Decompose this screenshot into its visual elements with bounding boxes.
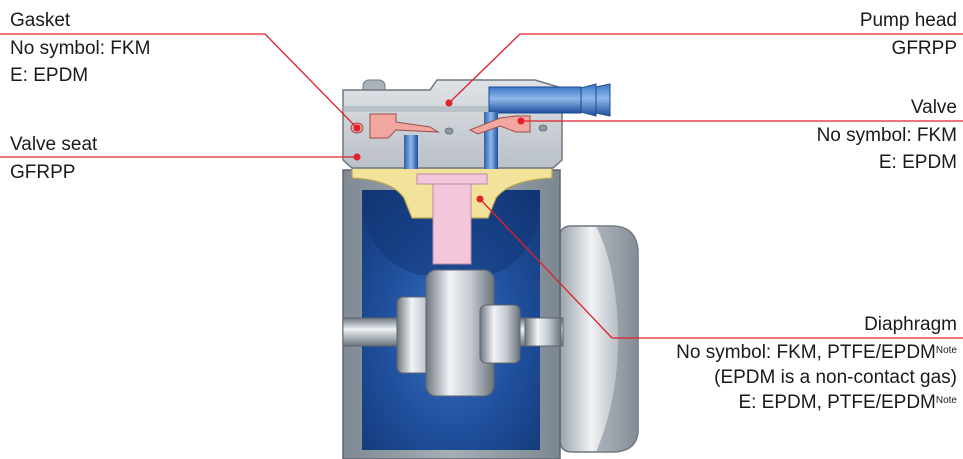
pump-head-title: Pump head bbox=[859, 10, 957, 31]
diaphragm-line1-note: Note bbox=[935, 345, 957, 356]
leader-dots bbox=[353, 99, 525, 203]
diaphragm-title: Diaphragm bbox=[864, 314, 957, 335]
valve-label: Valve No symbol: FKM E: EPDM bbox=[817, 96, 957, 175]
pump-head-leader bbox=[448, 33, 963, 104]
gasket-title: Gasket bbox=[10, 10, 71, 31]
pump-head bbox=[342, 79, 611, 169]
valve-seat-title: Valve seat bbox=[10, 134, 98, 155]
leader-lines bbox=[0, 33, 963, 339]
diaphragm-line3-text: E: EPDM, PTFE/EPDM bbox=[738, 392, 936, 413]
crank-assembly bbox=[342, 269, 564, 397]
gasket-line1: No symbol: FKM bbox=[10, 38, 151, 59]
diaphragm-line1-text: No symbol: FKM, PTFE/EPDM bbox=[676, 342, 936, 363]
gasket-dot bbox=[353, 124, 361, 132]
diaphragm-line3: E: EPDM, PTFE/EPDMNote bbox=[676, 391, 957, 415]
diaphragm-line2: (EPDM is a non-contact gas) bbox=[714, 367, 957, 388]
valve-line2: E: EPDM bbox=[878, 152, 957, 173]
valve-dot bbox=[517, 117, 525, 125]
pump-head-dot bbox=[445, 99, 453, 107]
gasket-label: Gasket No symbol: FKM E: EPDM bbox=[10, 9, 150, 88]
valve-seat-line1: GFRPP bbox=[10, 162, 76, 183]
pump-head-label: Pump head GFRPP bbox=[860, 9, 957, 61]
diaphragm-dot bbox=[476, 195, 484, 203]
valve-line1: No symbol: FKM bbox=[816, 125, 957, 146]
pump-head-line1: GFRPP bbox=[891, 38, 957, 59]
diaphragm-leader bbox=[479, 198, 963, 339]
diaphragm-label: Diaphragm No symbol: FKM, PTFE/EPDMNote … bbox=[676, 313, 957, 415]
diaphragm-line1: No symbol: FKM, PTFE/EPDMNote bbox=[676, 341, 957, 365]
valve-seat-label: Valve seat GFRPP bbox=[10, 133, 97, 185]
diaphragm bbox=[351, 167, 553, 265]
gasket-leader bbox=[0, 33, 358, 129]
diaphragm-line3-note: Note bbox=[935, 395, 957, 406]
valve-seat-dot bbox=[353, 153, 361, 161]
motor-wheel bbox=[559, 225, 639, 453]
valve-title: Valve bbox=[910, 97, 957, 118]
gasket-line2: E: EPDM bbox=[10, 65, 89, 86]
